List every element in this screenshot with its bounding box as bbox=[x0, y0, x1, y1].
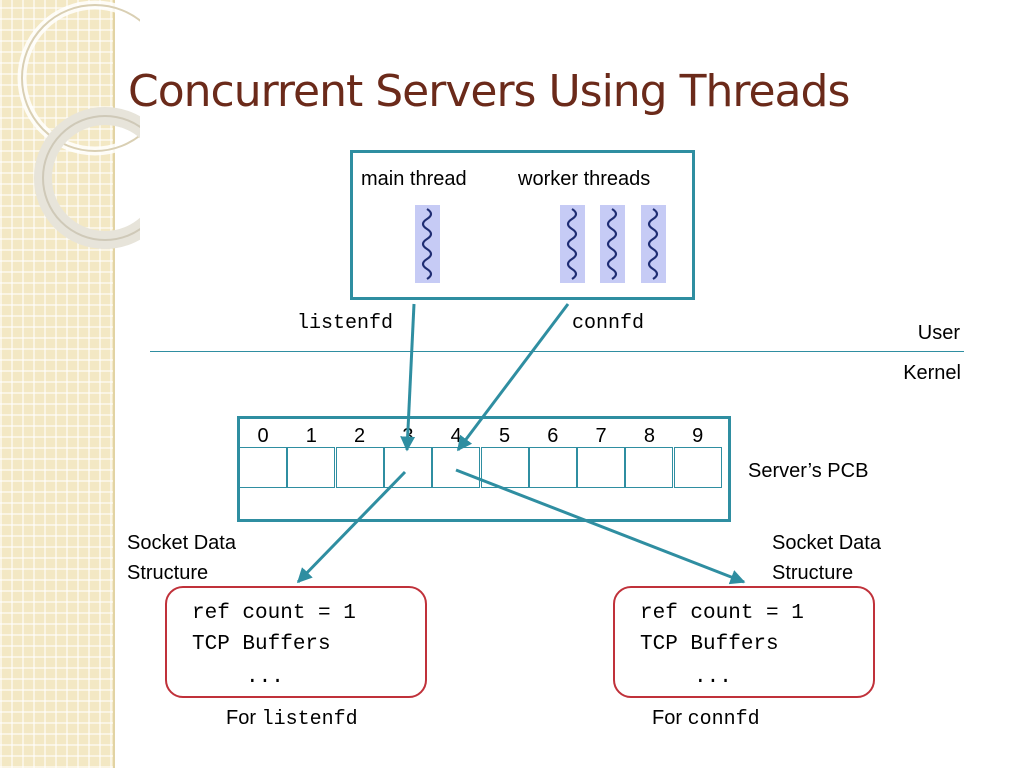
pcb-cell-5 bbox=[480, 447, 529, 488]
pcb-cell-1 bbox=[287, 447, 336, 488]
pcb-index-5: 5 bbox=[498, 425, 511, 447]
ref-count-text: ref count = 1 bbox=[640, 602, 804, 625]
pcb-index-2: 2 bbox=[354, 425, 366, 447]
pcb-cell-6 bbox=[528, 447, 577, 488]
pcb-cell-0 bbox=[239, 447, 287, 488]
user-kernel-divider bbox=[150, 351, 964, 352]
slide-title: Concurrent Servers Using Threads bbox=[128, 66, 850, 117]
pcb-index-3: 3 bbox=[402, 425, 414, 447]
pcb-cell-8 bbox=[625, 447, 674, 488]
socket-caption-left-1: Socket Data bbox=[127, 532, 236, 554]
ref-count-text: ref count = 1 bbox=[192, 602, 356, 625]
user-layer-label: User bbox=[917, 322, 960, 344]
main-thread-label: main thread bbox=[361, 168, 467, 190]
worker-threads-label: worker threads bbox=[518, 168, 651, 190]
for-connfd-caption: For connfd bbox=[652, 707, 760, 731]
socket-struct-listenfd bbox=[165, 586, 427, 698]
pcb-index-8: 8 bbox=[643, 425, 655, 447]
ellipsis-text: ... bbox=[694, 666, 732, 689]
socket-caption-right-1: Socket Data bbox=[772, 532, 881, 554]
worker-thread-icon bbox=[560, 205, 585, 283]
socket-caption-left-2: Structure bbox=[127, 562, 209, 584]
connfd-label: connfd bbox=[572, 312, 645, 335]
pcb-index-1: 1 bbox=[305, 425, 317, 447]
pcb-index-6: 6 bbox=[547, 425, 559, 447]
process-box bbox=[350, 150, 695, 300]
decorative-rings bbox=[17, 0, 140, 249]
pcb-index-0: 0 bbox=[257, 425, 269, 447]
pcb-index-9: 9 bbox=[692, 425, 704, 447]
kernel-layer-label: Kernel bbox=[903, 362, 961, 384]
pcb-cell-7 bbox=[577, 447, 626, 488]
pcb-cell-4 bbox=[432, 447, 481, 488]
main-thread-icon bbox=[415, 205, 440, 283]
server-pcb-label: Server’s PCB bbox=[748, 460, 869, 482]
socket-caption-right-2: Structure bbox=[772, 562, 854, 584]
for-listenfd-caption: For listenfd bbox=[226, 707, 358, 731]
tcp-buffers-text: TCP Buffers bbox=[640, 633, 779, 656]
worker-thread-icon bbox=[600, 205, 625, 283]
listenfd-label: listenfd bbox=[297, 312, 394, 335]
socket-struct-connfd bbox=[613, 586, 875, 698]
pcb-index-4: 4 bbox=[450, 425, 462, 447]
worker-thread-icon bbox=[641, 205, 666, 283]
pcb-cell-9 bbox=[673, 447, 722, 488]
pcb-cell-3 bbox=[383, 447, 432, 488]
pcb-cell-2 bbox=[335, 447, 384, 488]
tcp-buffers-text: TCP Buffers bbox=[192, 633, 331, 656]
pcb-index-7: 7 bbox=[595, 425, 607, 447]
ellipsis-text: ... bbox=[246, 666, 284, 689]
